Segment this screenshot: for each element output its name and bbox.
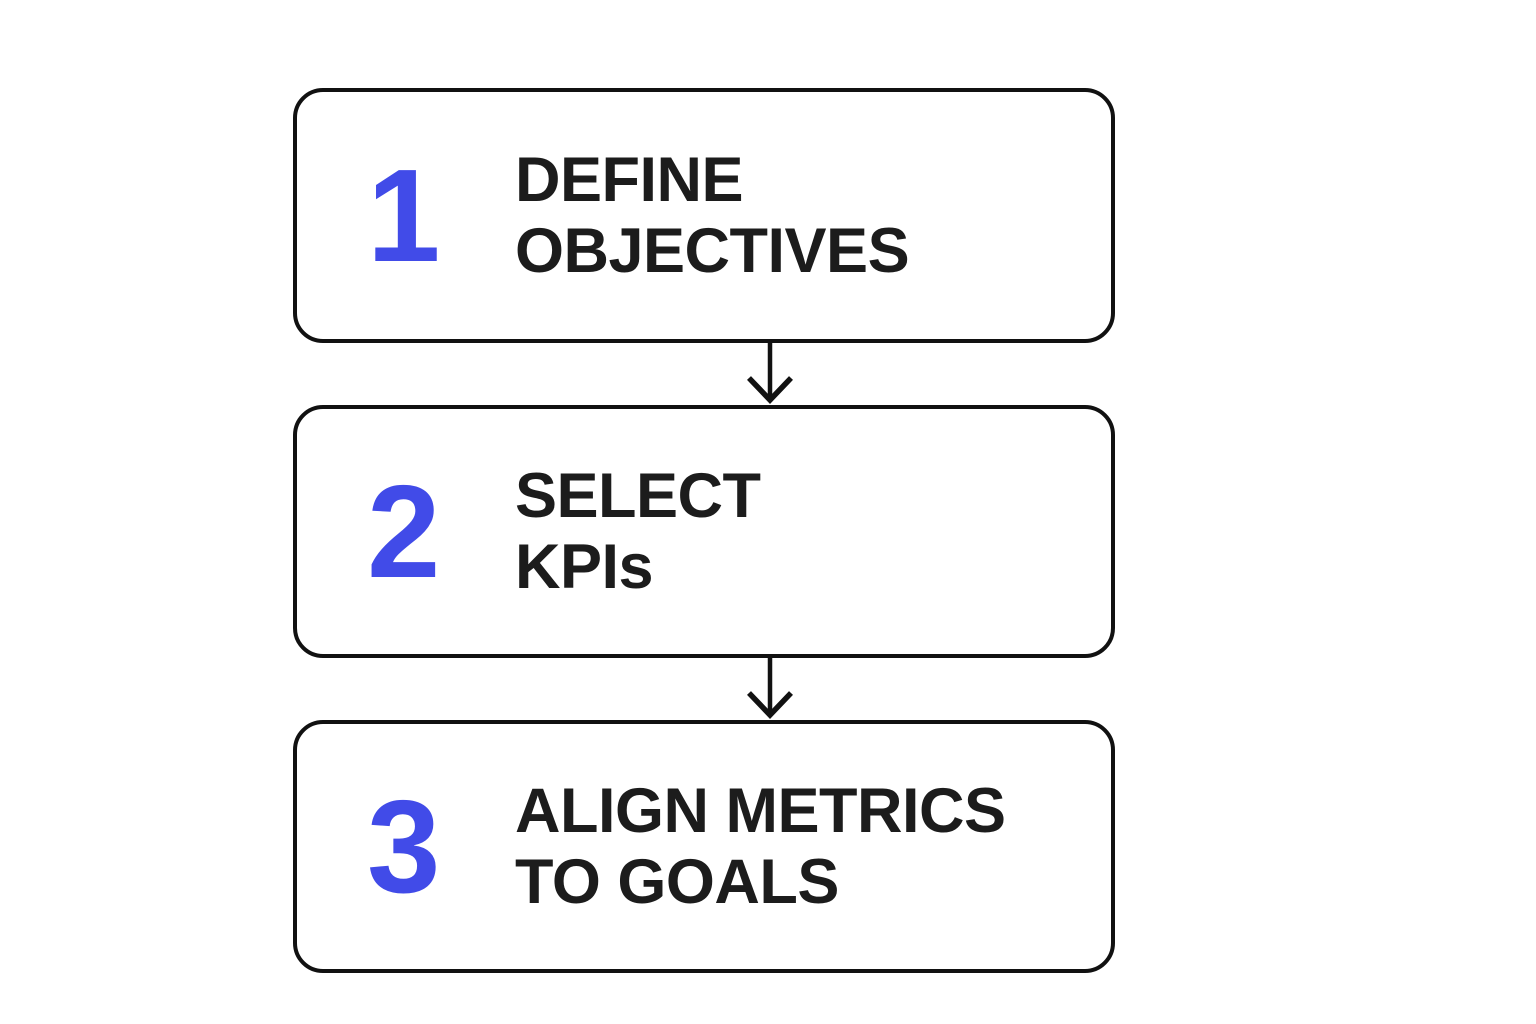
- step-title-2: SELECT KPIs: [515, 461, 761, 603]
- down-arrow-icon-1: [747, 343, 793, 404]
- step-title-1: DEFINE OBJECTIVES: [515, 144, 910, 287]
- step-title-1-line-1: DEFINE: [515, 144, 744, 215]
- step-title-3-line-2: TO GOALS: [515, 846, 839, 917]
- step-box-1: 1 DEFINE OBJECTIVES: [293, 88, 1115, 343]
- step-number-1: 1: [367, 141, 440, 289]
- step-box-2: 2 SELECT KPIs: [293, 405, 1115, 658]
- step-number-2: 2: [367, 457, 440, 605]
- step-title-2-line-2: KPIs: [515, 531, 654, 602]
- step-title-3-line-1: ALIGN METRICS: [515, 775, 1006, 846]
- step-title-1-line-2: OBJECTIVES: [515, 215, 910, 286]
- step-title-2-line-1: SELECT: [515, 460, 761, 531]
- step-title-3: ALIGN METRICS TO GOALS: [515, 776, 1006, 918]
- step-box-3: 3 ALIGN METRICS TO GOALS: [293, 720, 1115, 973]
- step-number-3: 3: [367, 772, 440, 920]
- down-arrow-icon-2: [747, 658, 793, 719]
